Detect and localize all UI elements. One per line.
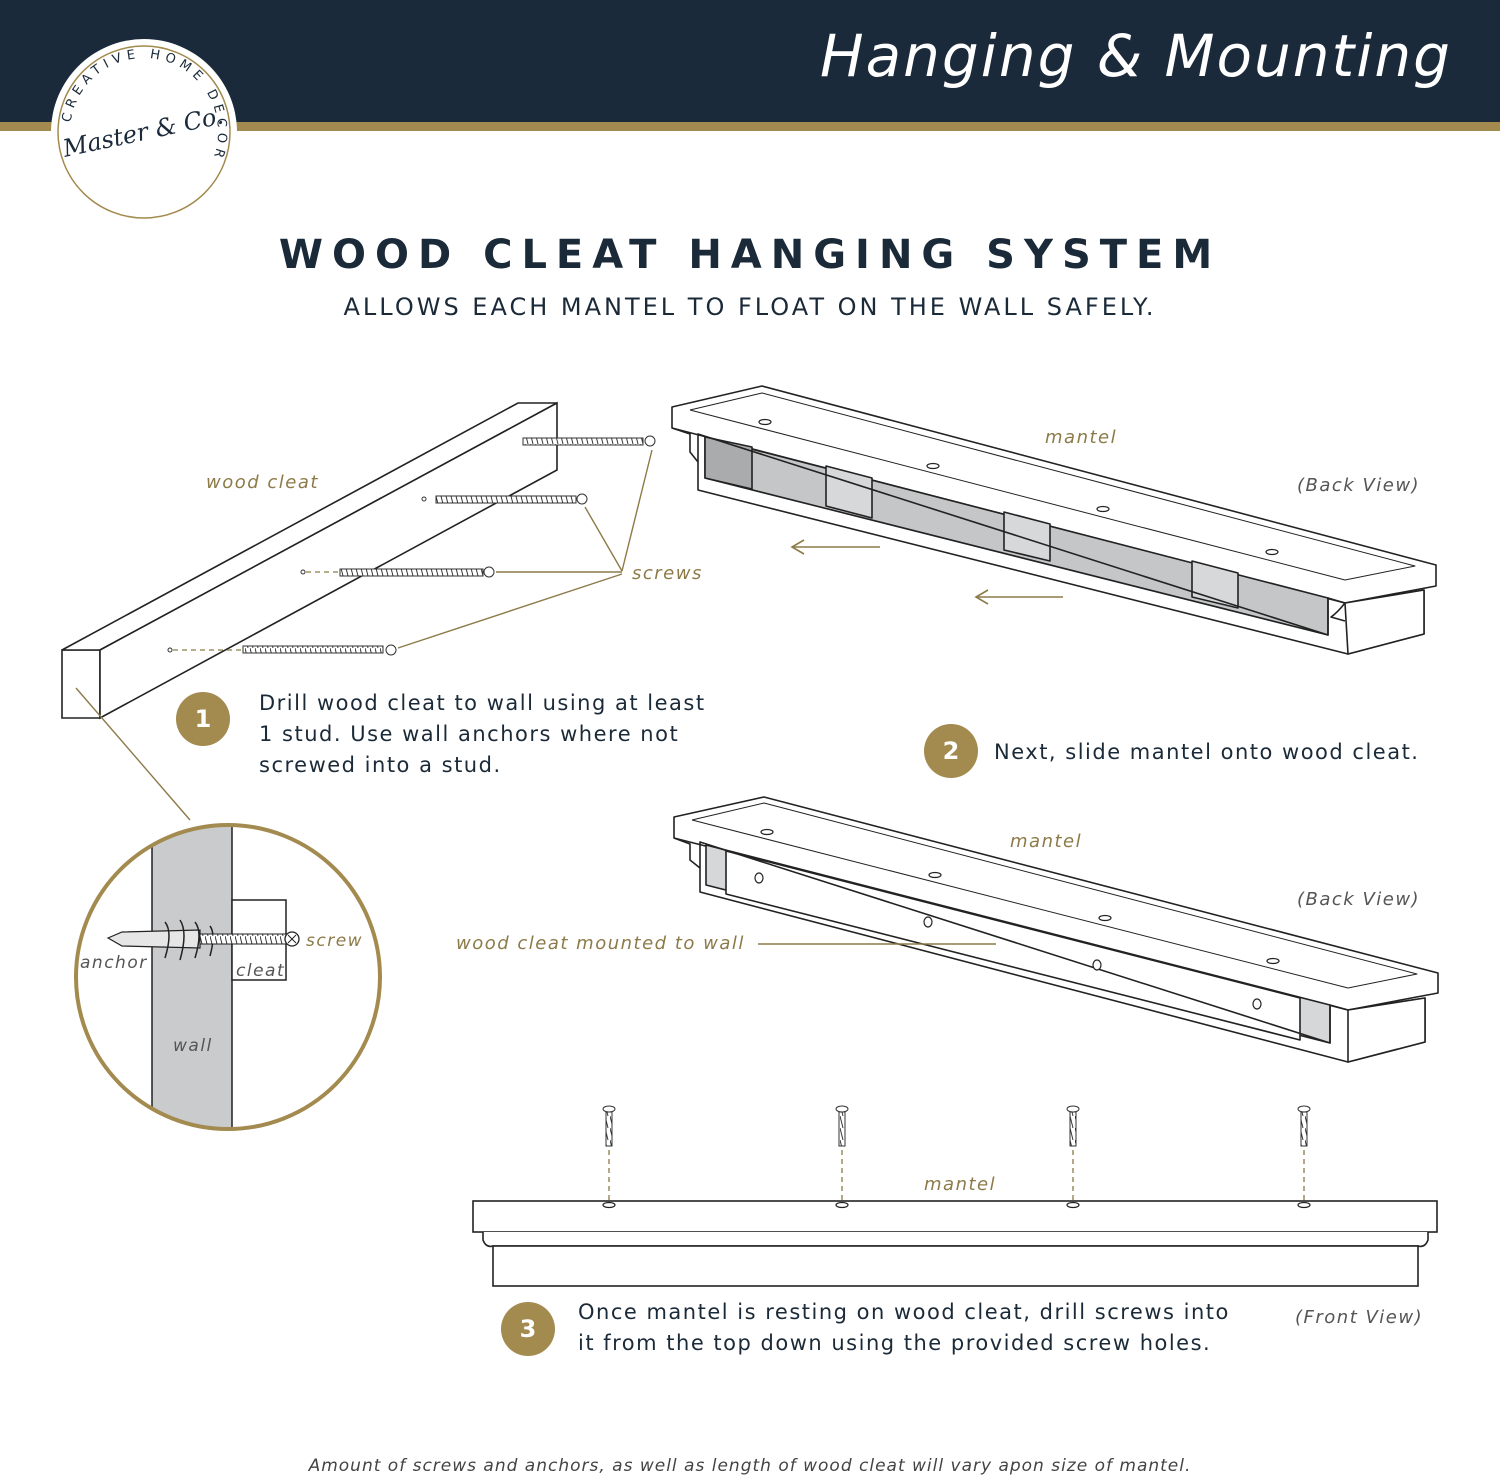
cleat-screws: [167, 435, 656, 656]
label-back-view-2: (Back View): [1297, 889, 1421, 910]
step-1-badge: 1: [176, 692, 230, 746]
detail-label-anchor: anchor: [80, 953, 148, 973]
step-2-text: Next, slide mantel onto wood cleat.: [994, 737, 1419, 768]
detail-label-wall: wall: [173, 1036, 213, 1056]
label-wood-cleat: wood cleat: [206, 472, 319, 493]
brand-logo: CREATIVE HOME DECOR Master & Co.: [51, 39, 237, 225]
step-2-badge: 2: [924, 724, 978, 778]
label-back-view-1: (Back View): [1297, 475, 1421, 496]
label-screws: screws: [632, 563, 703, 584]
detail-zoom-circle: [74, 823, 382, 1131]
step-1-line-1: Drill wood cleat to wall using at least: [259, 691, 706, 715]
mantel-back-view-1: [671, 385, 1437, 655]
step-3-badge: 3: [501, 1302, 555, 1356]
header-gold-divider: [0, 122, 1500, 131]
wood-cleat-drawing: [61, 401, 558, 720]
mantel-back-view-2: [673, 796, 1439, 1063]
detail-label-screw: screw: [306, 931, 364, 951]
header-title: Hanging & Mounting: [819, 22, 1452, 90]
mantel-front-view: [472, 1200, 1438, 1287]
slide-arrows: [790, 539, 1063, 605]
step-2-line-1: Next, slide mantel onto wood cleat.: [994, 740, 1420, 764]
top-screws: [602, 1105, 1311, 1209]
step-1-line-3: screwed into a stud.: [259, 753, 502, 777]
step-1-line-2: 1 stud. Use wall anchors where not: [259, 722, 680, 746]
step-3-line-2: it from the top down using the provided …: [578, 1331, 1212, 1355]
step-3-text: Once mantel is resting on wood cleat, dr…: [578, 1297, 1230, 1359]
detail-label-cleat: cleat: [236, 961, 286, 981]
label-wood-cleat-mounted: wood cleat mounted to wall: [456, 933, 745, 954]
footer-note: Amount of screws and anchors, as well as…: [308, 1456, 1192, 1476]
main-title: WOOD CLEAT HANGING SYSTEM: [278, 232, 1222, 278]
subtitle: ALLOWS EACH MANTEL TO FLOAT ON THE WALL …: [343, 293, 1157, 321]
header-banner: [0, 0, 1500, 122]
screws-leader-lines: [75, 449, 653, 821]
step-3-line-1: Once mantel is resting on wood cleat, dr…: [578, 1300, 1230, 1324]
label-mantel-3: mantel: [924, 1174, 997, 1195]
label-front-view: (Front View): [1295, 1307, 1424, 1328]
label-mantel-1: mantel: [1045, 427, 1118, 448]
label-mantel-2: mantel: [1010, 831, 1083, 852]
step-1-text: Drill wood cleat to wall using at least …: [259, 688, 706, 781]
